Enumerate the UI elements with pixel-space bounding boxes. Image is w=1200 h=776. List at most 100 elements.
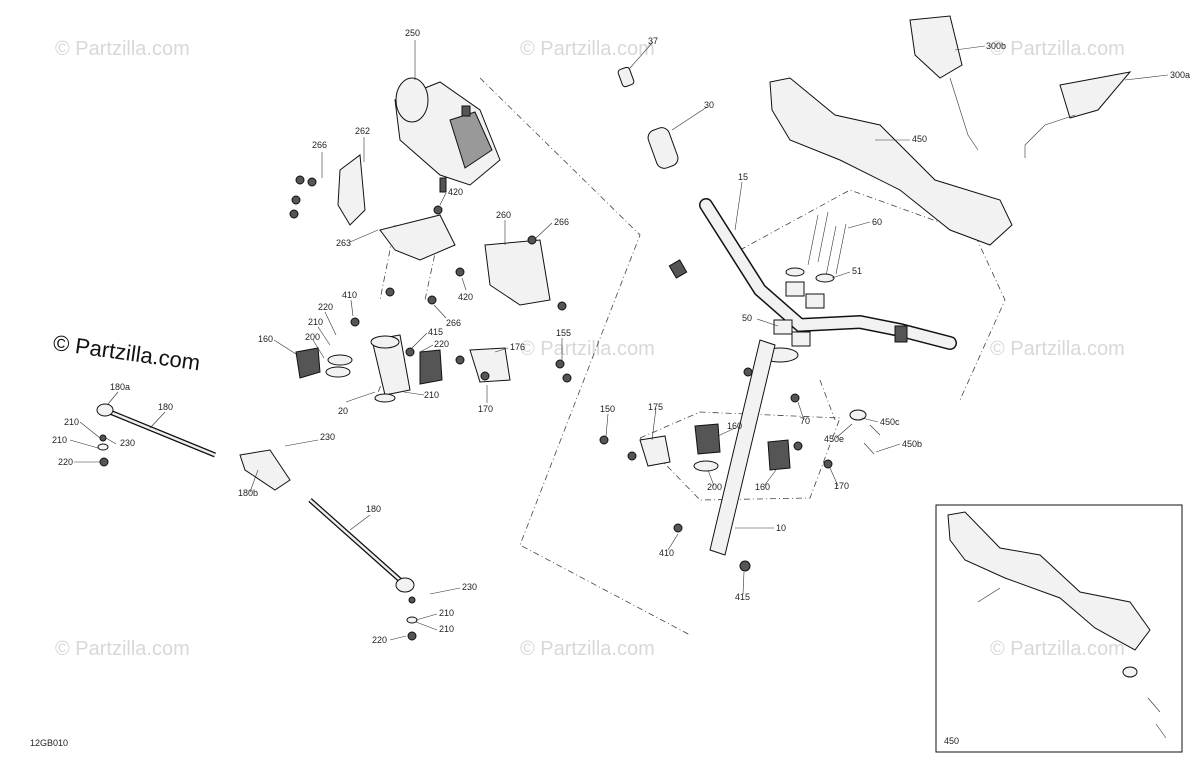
callout-label: 230 — [320, 432, 335, 442]
bracket-icon — [484, 239, 551, 306]
callout-label: 262 — [355, 126, 370, 136]
watermark: © Partzilla.com — [990, 638, 1125, 660]
watermark-layer: © Partzilla.com © Partzilla.com © Partzi… — [55, 38, 1125, 660]
callout-label: 210 — [64, 417, 79, 427]
grip-end-icon — [617, 66, 635, 88]
callout-label: 210 — [439, 624, 454, 634]
screw-icon — [1155, 723, 1167, 739]
callout-label: 170 — [834, 481, 849, 491]
callout-label: 250 — [405, 28, 420, 38]
callout-label: 260 — [496, 210, 511, 220]
callout-label: 210 — [439, 608, 454, 618]
tie-rod-icon — [96, 403, 418, 641]
callout-label: 230 — [462, 582, 477, 592]
callout-label: 175 — [648, 402, 663, 412]
bracket-icon — [337, 154, 366, 226]
bolt-icon — [673, 523, 683, 533]
screw-icon — [1147, 697, 1161, 713]
callout-labels: 250 262 266 263 420 260 266 420 266 410 … — [52, 28, 1190, 645]
callout-label: 420 — [458, 292, 473, 302]
watermark: © Partzilla.com — [55, 38, 190, 60]
callout-label: 37 — [648, 36, 658, 46]
nut-icon — [480, 371, 490, 381]
bushing-assembly-icon — [599, 409, 881, 472]
assembly-guide-line — [739, 189, 1006, 401]
callout-label: 420 — [448, 187, 463, 197]
callout-label: 266 — [554, 217, 569, 227]
callout-label: 210 — [424, 390, 439, 400]
callout-label: 51 — [852, 266, 862, 276]
bolt-icon — [289, 175, 567, 311]
steering-clamp-icon — [295, 317, 443, 403]
power-steering-unit-icon — [394, 77, 501, 193]
nut-icon — [739, 560, 751, 572]
callout-label: 210 — [308, 317, 323, 327]
bracket-icon — [379, 214, 456, 261]
callout-label: 176 — [510, 342, 525, 352]
handguard-icon — [769, 77, 1013, 246]
callout-label: 155 — [556, 328, 571, 338]
callout-label: 300b — [986, 41, 1006, 51]
callout-label: 60 — [872, 217, 882, 227]
assembly-guide-box — [639, 411, 841, 501]
bolt-icon — [562, 373, 572, 383]
bracket-icon — [469, 347, 511, 383]
callout-label: 170 — [478, 404, 493, 414]
drawing-code: 12GB010 — [30, 738, 69, 748]
callout-label: 210 — [52, 435, 67, 445]
inset-label: 450 — [944, 736, 959, 746]
callout-label: 160 — [258, 334, 273, 344]
callout-label: 266 — [312, 140, 327, 150]
watermark: © Partzilla.com — [520, 638, 655, 660]
callout-label: 20 — [338, 406, 348, 416]
screw-icon — [977, 587, 1001, 603]
watermark: © Partzilla.com — [520, 338, 655, 360]
steering-column-icon — [709, 339, 776, 556]
callout-label: 230 — [120, 438, 135, 448]
watermark: © Partzilla.com — [990, 38, 1125, 60]
callout-label: 266 — [446, 318, 461, 328]
callout-label: 410 — [342, 290, 357, 300]
inset-frame — [935, 504, 1183, 753]
callout-label: 10 — [776, 523, 786, 533]
callout-label: 415 — [735, 592, 750, 602]
bolt-icon — [555, 359, 565, 369]
assembly-guide-line — [819, 379, 836, 421]
nut-icon — [455, 355, 465, 365]
callout-label: 220 — [372, 635, 387, 645]
clamp-icon — [1122, 666, 1138, 678]
callout-label: 15 — [738, 172, 748, 182]
callout-label: 450 — [912, 134, 927, 144]
leader-lines — [69, 40, 1169, 641]
callout-label: 220 — [434, 339, 449, 349]
callout-label: 220 — [318, 302, 333, 312]
callout-label: 450c — [880, 417, 900, 427]
callout-label: 180b — [238, 488, 258, 498]
mirror-icon — [909, 15, 1132, 158]
callout-label: 415 — [428, 327, 443, 337]
assembly-guide-line — [479, 77, 691, 636]
watermark: © Partzilla.com — [990, 338, 1125, 360]
watermark: © Partzilla.com — [55, 638, 190, 660]
handlebar-grip-end-icon — [894, 325, 908, 343]
callout-label: 160 — [727, 421, 742, 431]
callout-label: 220 — [58, 457, 73, 467]
callout-label: 30 — [704, 100, 714, 110]
callout-label: 450e — [824, 434, 844, 444]
callout-label: 263 — [336, 238, 351, 248]
callout-label: 450b — [902, 439, 922, 449]
callout-label: 180a — [110, 382, 130, 392]
callout-label: 180 — [158, 402, 173, 412]
switch-icon — [668, 259, 688, 279]
watermark: © Partzilla.com — [520, 38, 655, 60]
callout-label: 200 — [305, 332, 320, 342]
callout-label: 300a — [1170, 70, 1190, 80]
callout-label: 150 — [600, 404, 615, 414]
callout-label: 70 — [800, 416, 810, 426]
handguard-icon — [947, 511, 1151, 651]
callout-label: 50 — [742, 313, 752, 323]
grip-icon — [647, 127, 679, 169]
callout-label: 160 — [755, 482, 770, 492]
callout-label: 180 — [366, 504, 381, 514]
